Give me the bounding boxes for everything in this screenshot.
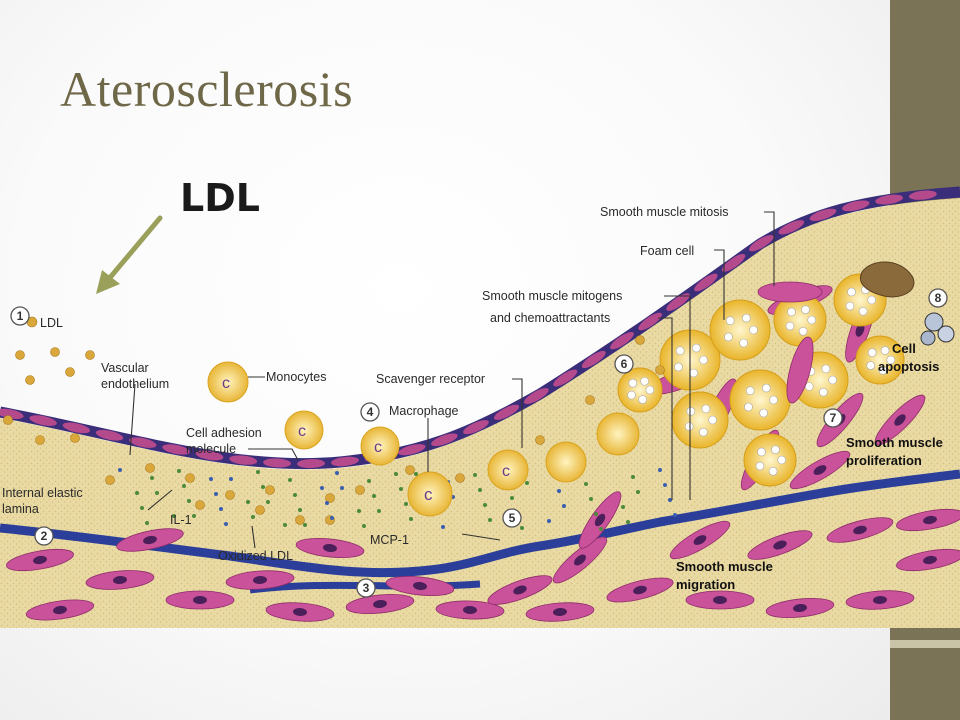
svg-text:c: c <box>502 463 510 480</box>
label-mitosis: Smooth muscle mitosis <box>600 205 729 219</box>
monocytes: c c c c c <box>207 361 640 517</box>
label-mitogens: Smooth muscle mitogens <box>482 289 622 303</box>
step-marker-number: 2 <box>41 529 48 543</box>
vessel-wall-tissue <box>0 198 960 628</box>
step-marker-circle <box>360 402 380 422</box>
smooth-muscle-cells <box>6 285 960 622</box>
label-monocytes: Monocytes <box>266 370 326 384</box>
step-marker-circle <box>928 288 948 308</box>
label-ldl: LDL <box>40 316 63 330</box>
label-proliferation-2: proliferation <box>846 453 922 468</box>
label-internal-elastic: Internal elastic <box>2 486 83 500</box>
label-migration-2: migration <box>676 577 735 592</box>
ldl-arrow <box>96 215 163 294</box>
label-chemoattractants: and chemoattractants <box>490 311 610 325</box>
step-marker-number: 1 <box>17 309 24 323</box>
svg-text:c: c <box>374 439 382 456</box>
label-molecule: molecule <box>186 442 236 456</box>
leader-lines <box>129 211 775 549</box>
step-marker-number: 3 <box>363 581 370 595</box>
label-apoptosis: apoptosis <box>878 359 939 374</box>
label-lamina: lamina <box>2 502 39 516</box>
step-marker-circle <box>502 508 522 528</box>
step-marker-number: 5 <box>509 511 516 525</box>
label-foam-cell: Foam cell <box>640 244 694 258</box>
label-endothelium: endothelium <box>101 377 169 391</box>
step-marker-number: 4 <box>367 405 374 419</box>
label-proliferation-1: Smooth muscle <box>846 435 943 450</box>
step-marker-number: 6 <box>621 357 628 371</box>
label-vascular: Vascular <box>101 361 149 375</box>
side-bar-stripe <box>890 640 960 648</box>
step-marker-circle <box>34 526 54 546</box>
step-marker-circle <box>614 354 634 374</box>
step-marker-number: 8 <box>935 291 942 305</box>
label-scavenger-receptor: Scavenger receptor <box>376 372 485 386</box>
label-oxidized-ldl: Oxidized LDL <box>218 549 293 563</box>
label-cell: Cell <box>892 341 916 356</box>
ldl-callout-label: LDL <box>180 176 260 220</box>
label-cell-adhesion: Cell adhesion <box>186 426 262 440</box>
label-migration-1: Smooth muscle <box>676 559 773 574</box>
internal-elastic-lamina <box>0 469 960 578</box>
svg-text:c: c <box>222 375 230 392</box>
label-mcp1: MCP-1 <box>370 533 409 547</box>
slide-title: Aterosclerosis <box>60 61 354 117</box>
label-il1: IL-1 <box>170 513 192 527</box>
diagram-labels: LDL Vascular endothelium Monocytes Cell … <box>2 205 943 592</box>
apoptotic-cells <box>860 261 955 346</box>
step-markers: 1 2 3 4 5 6 7 8 <box>10 288 948 598</box>
step-marker-circle <box>356 578 376 598</box>
step-marker-circle <box>823 408 843 428</box>
svg-text:c: c <box>424 485 433 504</box>
step-marker-number: 7 <box>830 411 837 425</box>
step-marker-circle <box>10 306 30 326</box>
endothelial-cells <box>0 190 937 469</box>
svg-text:c: c <box>298 423 306 440</box>
foam-cells <box>617 273 905 487</box>
label-macrophage: Macrophage <box>389 404 459 418</box>
